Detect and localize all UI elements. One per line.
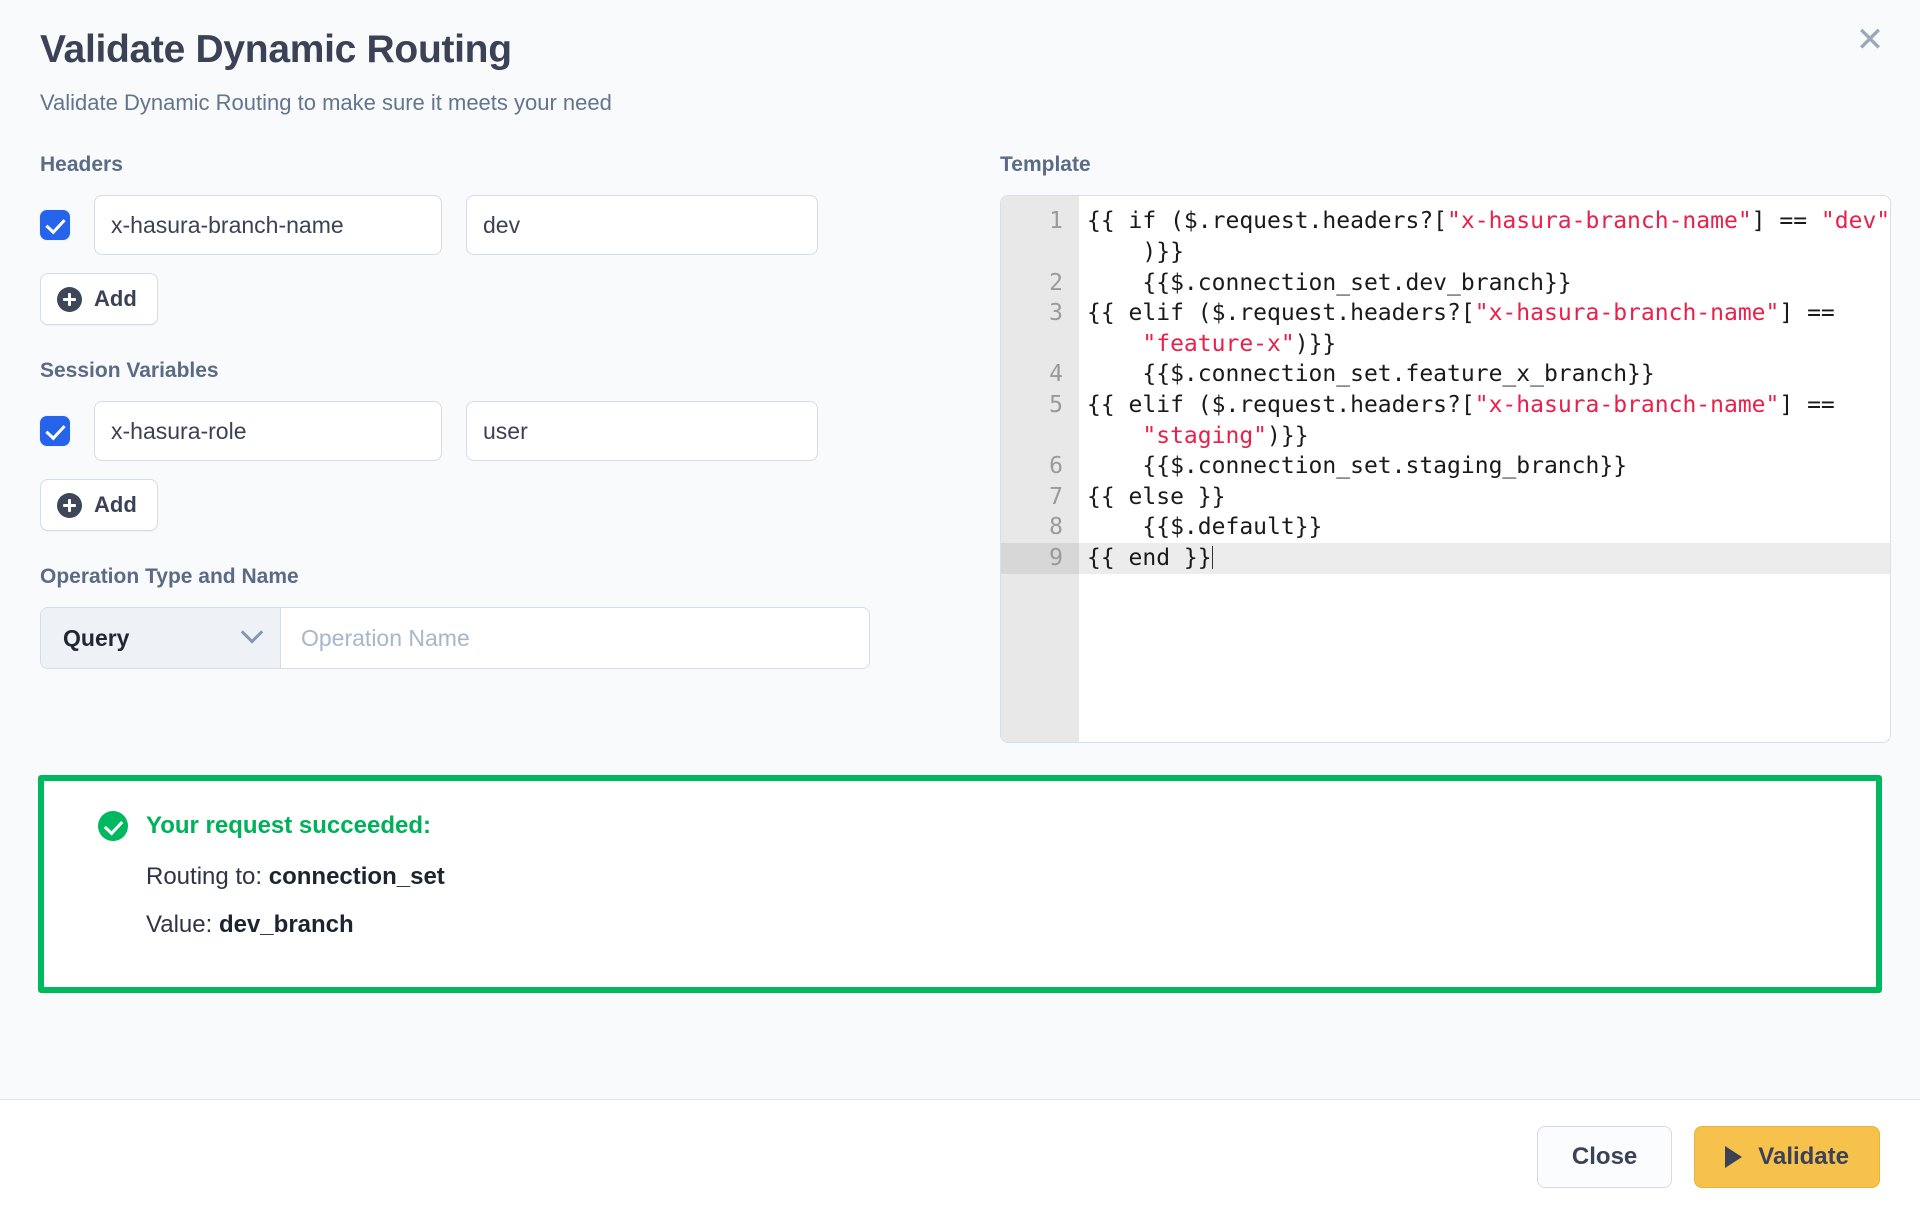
editor-line-number [1001, 329, 1079, 360]
editor-line-number: 2 [1049, 269, 1063, 296]
editor-line-number: 7 [1049, 483, 1063, 510]
footer-divider [0, 1099, 1920, 1100]
page-title: Validate Dynamic Routing [40, 28, 512, 71]
result-value-line: Value: dev_branch [44, 911, 1876, 939]
editor-line-number [1001, 421, 1079, 452]
plus-icon [57, 286, 82, 312]
dialog-subtitle: Validate Dynamic Routing to make sure it… [40, 89, 612, 115]
header-enabled-checkbox[interactable] [40, 210, 70, 241]
editor-code-line: {{ elif ($.request.headers?["x-hasura-br… [1087, 300, 1835, 327]
session-variable-key-input[interactable] [94, 401, 442, 462]
editor-line-number: 8 [1049, 514, 1063, 541]
editor-code-line: "feature-x")}} [1142, 330, 1337, 357]
editor-code-line: {{$.connection_set.dev_branch}} [1087, 269, 1572, 296]
validate-button[interactable]: Validate [1694, 1126, 1880, 1188]
dialog-body: Headers Add Session Variables Add Operat [0, 117, 1920, 744]
add-session-variable-button[interactable]: Add [40, 479, 158, 532]
result-routing-label: Routing to: [146, 863, 263, 891]
chevron-down-icon [240, 621, 264, 645]
editor-code-content[interactable]: {{ if ($.request.headers?["x-hasura-bran… [1079, 196, 1891, 742]
header-row [40, 195, 940, 256]
plus-icon [57, 492, 82, 518]
result-header: Your request succeeded: [44, 811, 1876, 842]
close-button[interactable]: Close [1536, 1126, 1673, 1188]
editor-line-number [1001, 237, 1079, 268]
result-value-value: dev_branch [218, 911, 354, 939]
session-variable-value-input[interactable] [466, 401, 818, 462]
editor-code-line: {{$.connection_set.staging_branch}} [1087, 453, 1628, 480]
session-variable-row [40, 401, 940, 462]
dialog-footer: Close Validate [0, 1100, 1920, 1214]
check-circle-icon [98, 811, 128, 842]
result-title: Your request succeeded: [146, 812, 431, 840]
editor-line-number: 4 [1049, 361, 1063, 388]
editor-line-number: 1 [1049, 208, 1063, 235]
dialog-header: Validate Dynamic Routing Validate Dynami… [0, 0, 1920, 117]
editor-code-line: "staging")}} [1142, 422, 1309, 449]
add-header-label: Add [94, 286, 137, 312]
success-panel: Your request succeeded: Routing to: conn… [38, 775, 1882, 994]
editor-line-number: 6 [1049, 453, 1063, 480]
operation-label: Operation Type and Name [40, 565, 299, 589]
operation-type-value: Query [63, 624, 130, 651]
add-header-button[interactable]: Add [40, 273, 158, 326]
result-routing-value: connection_set [268, 863, 445, 891]
operation-type-select[interactable]: Query [41, 608, 281, 669]
close-icon[interactable]: ✕ [1855, 21, 1885, 59]
validate-button-label: Validate [1758, 1143, 1849, 1170]
editor-code-line: {{$.default}} [1087, 514, 1323, 541]
editor-line-number: 9 [1001, 542, 1079, 574]
header-key-input[interactable] [94, 195, 442, 256]
editor-code-line: )}} [1087, 239, 1184, 266]
editor-code-line: {{ if ($.request.headers?["x-hasura-bran… [1087, 208, 1891, 235]
play-icon [1725, 1146, 1743, 1168]
text-caret [1211, 545, 1214, 569]
add-session-variable-label: Add [94, 492, 137, 518]
editor-line-number: 5 [1049, 392, 1063, 418]
editor-line-number: 3 [1049, 300, 1063, 327]
operation-row: Query [40, 607, 870, 670]
header-value-input[interactable] [466, 195, 818, 256]
result-value-label: Value: [146, 911, 213, 939]
editor-code-line: {{$.connection_set.feature_x_branch}} [1087, 361, 1655, 388]
editor-code-line: {{ end }} [1079, 542, 1891, 574]
headers-label: Headers [40, 153, 123, 177]
session-variable-enabled-checkbox[interactable] [40, 416, 70, 447]
editor-code-line: {{ else }} [1087, 483, 1226, 510]
template-label: Template [1000, 153, 1091, 177]
operation-name-input[interactable] [281, 608, 869, 669]
result-section: Your request succeeded: Routing to: conn… [0, 743, 1920, 994]
session-variables-label: Session Variables [40, 359, 219, 383]
editor-code-line: {{ elif ($.request.headers?["x-hasura-br… [1087, 392, 1835, 418]
form-column: Headers Add Session Variables Add Operat [40, 153, 940, 743]
result-routing-line: Routing to: connection_set [44, 863, 1876, 891]
